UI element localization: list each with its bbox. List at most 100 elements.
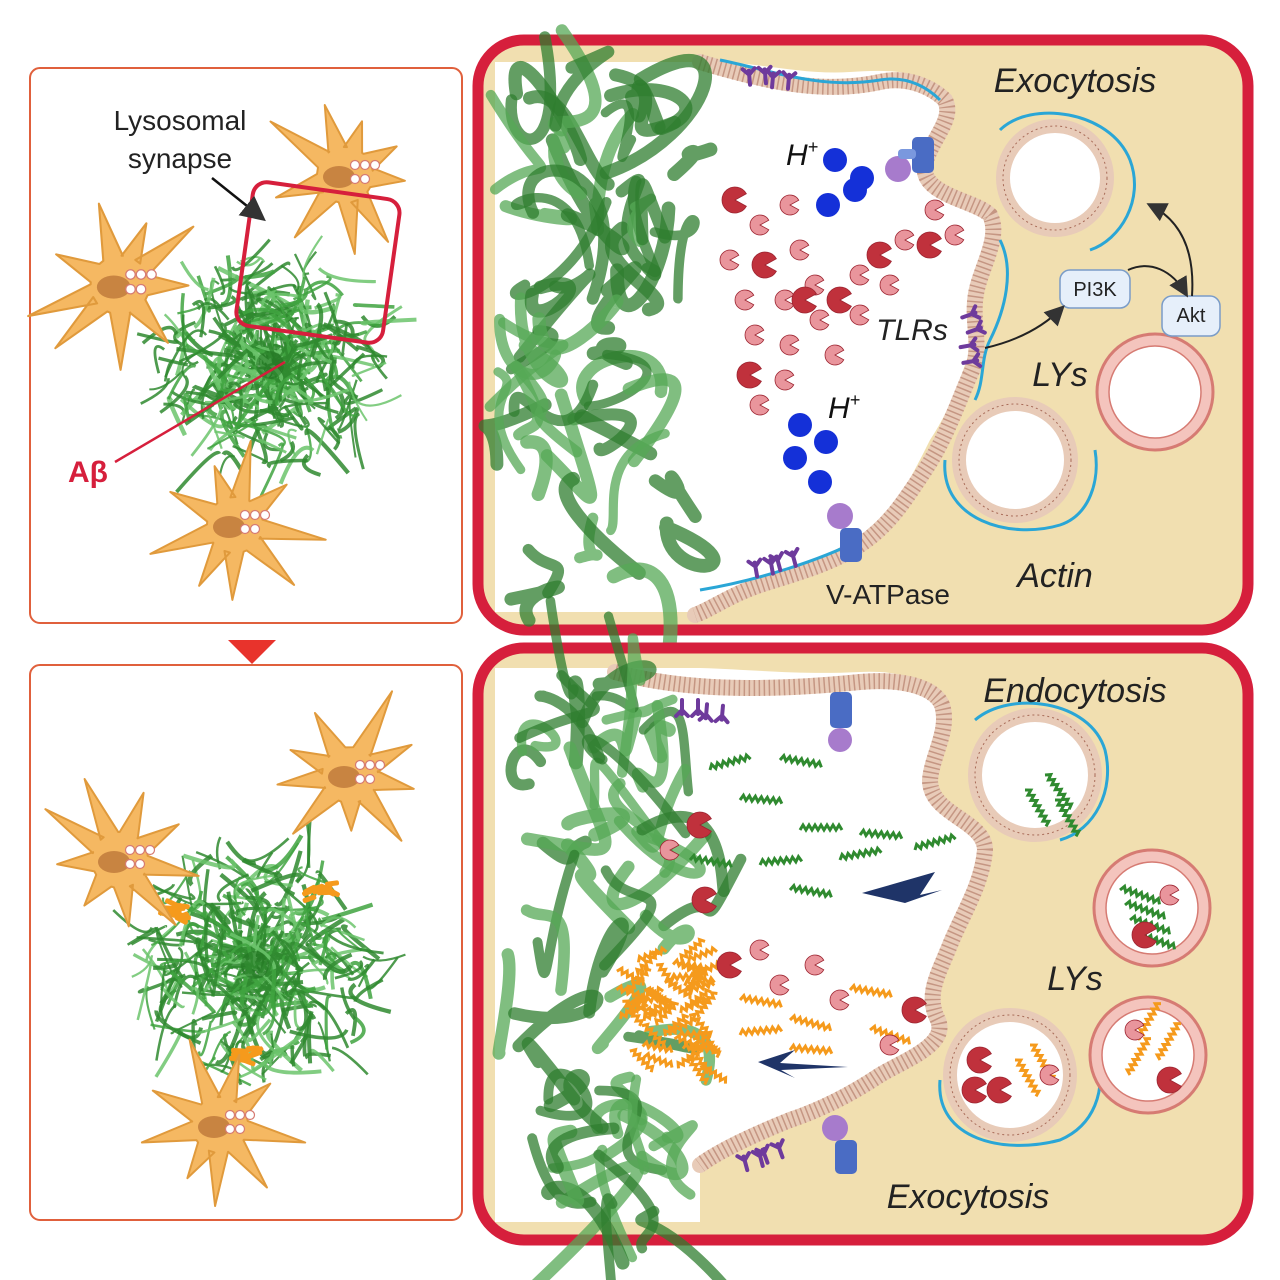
fibril-strand bbox=[232, 445, 269, 464]
abeta-fibril bbox=[629, 1047, 655, 1073]
proton bbox=[816, 193, 840, 217]
fibril-strand bbox=[319, 916, 357, 929]
fibril-strand bbox=[324, 353, 334, 410]
fibril-strand bbox=[277, 937, 301, 985]
plaque-strand bbox=[583, 917, 629, 1019]
abeta-fibril bbox=[641, 1039, 674, 1055]
lysosome-dot bbox=[224, 1123, 236, 1135]
fibril-strand bbox=[290, 1044, 296, 1067]
fibril-strand bbox=[247, 1018, 272, 1043]
fibril-strand bbox=[150, 885, 196, 900]
fibril-strand bbox=[253, 393, 276, 405]
membrane-bottom bbox=[607, 664, 994, 1173]
abeta-fibril bbox=[858, 827, 904, 842]
orange-fibril bbox=[302, 894, 317, 903]
fibril-strand bbox=[211, 1030, 232, 1062]
fibril-strand bbox=[242, 992, 268, 1037]
plaque-strand bbox=[635, 178, 671, 246]
fibril-strand bbox=[275, 373, 295, 406]
fibril-strand bbox=[219, 991, 264, 1001]
abeta-fibril bbox=[788, 1013, 833, 1033]
plaque-strand bbox=[532, 849, 580, 978]
fibril-strand bbox=[241, 858, 283, 878]
fibril-strand bbox=[286, 894, 301, 940]
fibril-strand bbox=[266, 458, 308, 469]
fibril-strand bbox=[140, 378, 170, 405]
plaque-strand bbox=[600, 1193, 618, 1280]
abeta-fibril bbox=[687, 1057, 710, 1086]
enzyme bbox=[829, 989, 850, 1011]
v-atpase-label: V-ATPase bbox=[826, 579, 950, 610]
fibril-strand bbox=[158, 356, 191, 367]
abeta-fibril bbox=[669, 970, 703, 983]
abeta-fibril bbox=[694, 990, 718, 1018]
nucleus bbox=[198, 1116, 230, 1138]
fibril-strand bbox=[350, 960, 373, 1000]
fibril-strand bbox=[262, 432, 281, 452]
plaque-strand bbox=[600, 99, 637, 162]
fibril-strand bbox=[202, 1063, 243, 1078]
abeta-fibril bbox=[1024, 788, 1052, 828]
lysosome-dot bbox=[359, 173, 371, 185]
fibril-strand bbox=[169, 970, 216, 1014]
plaque-strand bbox=[535, 1068, 593, 1121]
abeta-fibril bbox=[738, 1023, 784, 1038]
fibril-strand bbox=[191, 986, 200, 1015]
enzyme bbox=[924, 199, 945, 221]
lysosomal-synapse-label-line2: synapse bbox=[128, 143, 232, 174]
fibril-strand bbox=[216, 873, 250, 903]
abeta-fibril bbox=[653, 1000, 679, 1026]
right-bottom-panel: Endocytosis LYs Exocytosis bbox=[472, 596, 1254, 1280]
fibril-strand bbox=[131, 955, 154, 978]
fibril-strand bbox=[274, 850, 303, 907]
fibril-strand bbox=[296, 991, 314, 1017]
plaque-strand bbox=[545, 596, 579, 700]
fibril-strand bbox=[203, 297, 224, 311]
fibril-strand bbox=[280, 287, 309, 308]
fibril-strand bbox=[250, 872, 303, 893]
fibril-strand bbox=[305, 942, 353, 974]
abeta-fibril bbox=[1124, 898, 1166, 921]
transition-arrow bbox=[228, 640, 276, 664]
fibril-strand bbox=[283, 888, 319, 934]
v-atpase-bottom-upper bbox=[828, 692, 852, 752]
plaque-strand bbox=[531, 1160, 644, 1280]
plaque-strand bbox=[648, 470, 702, 524]
abeta-fibril bbox=[1014, 1058, 1042, 1098]
fibril-strand bbox=[311, 355, 328, 392]
fibril-strand bbox=[184, 390, 225, 426]
enzyme bbox=[901, 996, 927, 1024]
fibril-strand bbox=[176, 346, 237, 358]
fibril-strand bbox=[317, 417, 341, 445]
plaque-strand bbox=[617, 1109, 689, 1181]
lysosomal-synapse-box bbox=[234, 180, 402, 345]
fibril-strand bbox=[317, 1021, 331, 1062]
fibril-strand bbox=[233, 876, 246, 916]
abeta-fibril bbox=[869, 1023, 911, 1046]
pi3k-box bbox=[1059, 269, 1131, 309]
left-top-panel: Lysosomal synapse Aβ bbox=[27, 67, 463, 624]
fibril-strand bbox=[197, 1020, 213, 1057]
enzyme bbox=[749, 939, 770, 961]
fibril-strand bbox=[234, 874, 275, 899]
enzyme bbox=[719, 249, 740, 271]
fibril-strand bbox=[289, 1028, 349, 1040]
plaque-strand bbox=[567, 408, 637, 457]
abeta-fibril bbox=[634, 950, 660, 976]
abeta-fibril bbox=[738, 992, 783, 1010]
tlr bbox=[735, 1146, 767, 1173]
lysosome-dot bbox=[374, 759, 386, 771]
orange-fibril bbox=[250, 1046, 264, 1057]
enzyme bbox=[744, 324, 765, 346]
fibril-strand bbox=[211, 932, 224, 997]
abeta-label: Aβ bbox=[68, 456, 108, 489]
fibril-strand bbox=[175, 450, 222, 494]
enzyme bbox=[736, 361, 762, 389]
fibril-strand bbox=[258, 442, 284, 500]
fibril-strand bbox=[224, 290, 255, 327]
right-top-panel: PI3K Akt Exocytosis H+ H+ TLRs LYs Actin… bbox=[472, 24, 1254, 678]
lysosome-dot bbox=[349, 173, 361, 185]
plaque-strand bbox=[581, 734, 691, 839]
nucleus bbox=[213, 516, 245, 538]
abeta-fibril bbox=[708, 752, 752, 772]
